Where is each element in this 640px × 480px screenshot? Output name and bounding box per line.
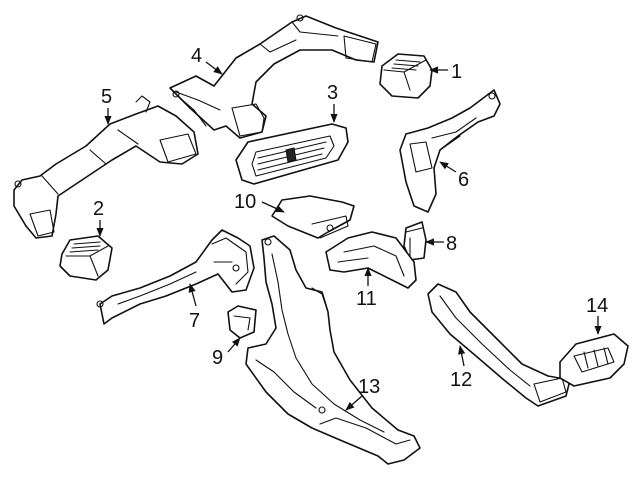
callout-6: 6 xyxy=(458,169,469,191)
callout-11: 11 xyxy=(356,288,377,310)
callout-3: 3 xyxy=(327,82,338,104)
part-8-adapter[interactable] xyxy=(403,221,427,261)
callout-7: 7 xyxy=(189,310,200,332)
callout-8: 8 xyxy=(446,233,457,255)
part-6-right-duct[interactable] xyxy=(399,89,501,213)
leader-lines xyxy=(96,61,602,411)
part-1-side-vent[interactable] xyxy=(379,53,433,99)
leader-12 xyxy=(458,345,466,367)
part-9-small-vent[interactable] xyxy=(227,305,257,339)
part-3-center-vent[interactable] xyxy=(235,123,349,185)
part-2-side-vent[interactable] xyxy=(59,235,113,281)
callout-1: 1 xyxy=(451,61,462,83)
leader-13 xyxy=(345,395,363,411)
leader-6 xyxy=(439,161,457,173)
part-7-lower-left-duct[interactable] xyxy=(96,229,255,325)
callout-2: 2 xyxy=(93,198,104,220)
leader-10 xyxy=(261,201,285,213)
part-14-rear-vent[interactable] xyxy=(559,333,629,387)
part-5-left-duct[interactable] xyxy=(13,95,199,239)
leader-7 xyxy=(188,283,197,307)
callout-4: 4 xyxy=(191,45,202,67)
part-12-floor-duct[interactable] xyxy=(427,283,571,407)
leader-9 xyxy=(227,337,241,353)
part-11-lower-center-duct[interactable] xyxy=(325,231,417,289)
leader-4 xyxy=(205,61,223,75)
callout-10: 10 xyxy=(234,191,256,213)
part-10-connector[interactable] xyxy=(271,195,355,239)
callout-14: 14 xyxy=(586,295,608,317)
callout-5: 5 xyxy=(101,86,112,108)
callout-9: 9 xyxy=(212,347,223,369)
callout-13: 13 xyxy=(358,376,380,398)
part-4-upper-duct[interactable] xyxy=(169,14,379,139)
part-13-center-duct[interactable] xyxy=(245,235,421,465)
callout-labels: 1 2 3 4 5 6 7 8 9 10 11 12 13 14 xyxy=(93,45,608,398)
callout-12: 12 xyxy=(450,369,472,391)
